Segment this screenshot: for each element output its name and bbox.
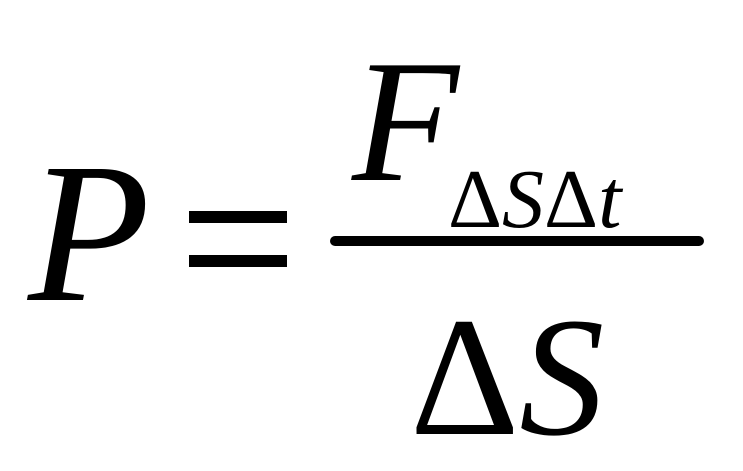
numerator-variable-f: F: [352, 24, 459, 218]
numerator-subscript: ΔSΔt: [448, 158, 621, 242]
equals-sign: [189, 211, 287, 267]
subscript-delta-2: Δ: [544, 153, 599, 246]
denominator-var-s: S: [519, 283, 605, 471]
subscript-delta-1: Δ: [448, 153, 503, 246]
denominator-delta: Δ: [410, 283, 520, 471]
denominator: ΔS: [410, 292, 604, 462]
lhs-variable-p: P: [28, 123, 151, 344]
subscript-var-t: t: [598, 153, 622, 246]
subscript-var-s: S: [502, 153, 545, 246]
equals-top-bar: [189, 211, 287, 223]
fraction-line: [330, 236, 704, 246]
equals-bottom-bar: [189, 255, 287, 267]
